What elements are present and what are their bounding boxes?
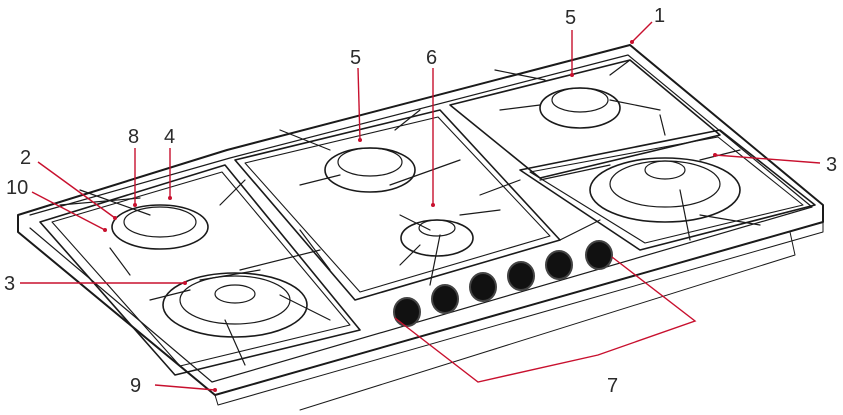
callout-6: 6 (426, 47, 437, 69)
callout-leaders (20, 21, 821, 392)
burner-left-rear (111, 204, 209, 250)
hob-plate (17, 44, 824, 411)
burner-middle-front (400, 219, 474, 257)
callout-labels: 1 5 5 6 8 4 2 10 3 3 9 7 (4, 5, 837, 397)
callout-5-right: 5 (565, 7, 576, 29)
burner-left-front-large (162, 272, 308, 338)
callout-1: 1 (654, 5, 665, 27)
knob (393, 297, 421, 327)
callout-5-middle: 5 (350, 47, 361, 69)
callout-7: 7 (607, 375, 618, 397)
callout-10: 10 (6, 177, 28, 199)
burner-right-rear (539, 87, 621, 129)
callout-3-right: 3 (826, 154, 837, 176)
callout-8: 8 (128, 126, 139, 148)
knob (545, 250, 573, 280)
callout-4: 4 (164, 126, 175, 148)
knob (431, 284, 459, 314)
knob (469, 272, 497, 302)
callout-9: 9 (130, 375, 141, 397)
knob (507, 261, 535, 291)
control-knobs (393, 240, 613, 327)
burner-right-front-large (589, 157, 741, 223)
knob (585, 240, 613, 270)
callout-3-left: 3 (4, 273, 15, 295)
callout-2: 2 (20, 147, 31, 169)
burner-middle-rear (324, 147, 416, 193)
